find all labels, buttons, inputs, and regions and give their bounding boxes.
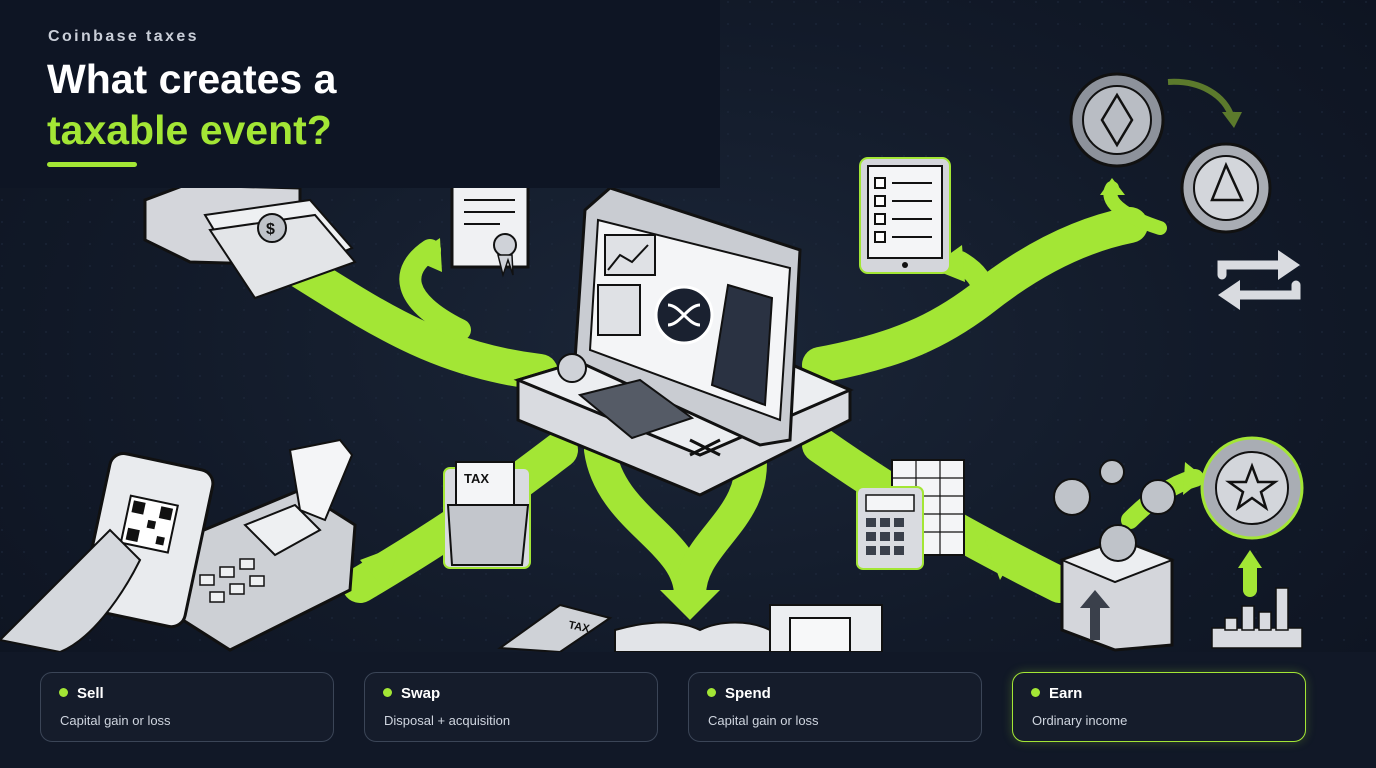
page-title-line1: What creates a xyxy=(47,56,337,102)
card-description: Ordinary income xyxy=(1032,713,1128,728)
card-spend[interactable]: Spend Capital gain or loss xyxy=(688,672,982,742)
tax-ledgers: TAX xyxy=(497,603,883,654)
card-title: Earn xyxy=(1049,685,1083,702)
tax-folder: TAX xyxy=(443,461,531,569)
earn-rewards xyxy=(1053,436,1304,652)
crypto-swap-coins xyxy=(1069,72,1301,310)
status-dot xyxy=(1031,688,1040,697)
arrow-heads xyxy=(360,78,1262,620)
header-panel: Coinbase taxes What creates a taxable ev… xyxy=(0,0,720,188)
tax-folder-label: TAX xyxy=(464,471,489,486)
card-description: Capital gain or loss xyxy=(708,713,819,728)
card-title: Swap xyxy=(401,685,441,702)
tax-ledger-label: TAX xyxy=(567,619,591,635)
calculator-spreadsheet xyxy=(856,459,965,570)
card-swap[interactable]: Swap Disposal + acquisition xyxy=(364,672,658,742)
status-dot xyxy=(59,688,68,697)
card-description: Capital gain or loss xyxy=(60,713,171,728)
phone-qr xyxy=(0,452,215,654)
card-title: Spend xyxy=(725,685,771,702)
status-dot xyxy=(383,688,392,697)
checklist-tablet xyxy=(859,157,951,274)
title-underline xyxy=(47,162,137,167)
eyebrow-label: Coinbase taxes xyxy=(48,28,199,45)
exchange-terminal xyxy=(513,186,854,497)
page-title-line2: taxable event? xyxy=(47,107,332,153)
card-title: Sell xyxy=(77,685,104,702)
card-description: Disposal + acquisition xyxy=(384,713,511,728)
payment-terminal xyxy=(173,438,357,652)
status-dot xyxy=(707,688,716,697)
certificate-document xyxy=(450,183,530,278)
card-earn[interactable]: Earn Ordinary income xyxy=(1012,672,1306,742)
card-sell[interactable]: Sell Capital gain or loss xyxy=(40,672,334,742)
svg-text:$: $ xyxy=(266,221,275,238)
